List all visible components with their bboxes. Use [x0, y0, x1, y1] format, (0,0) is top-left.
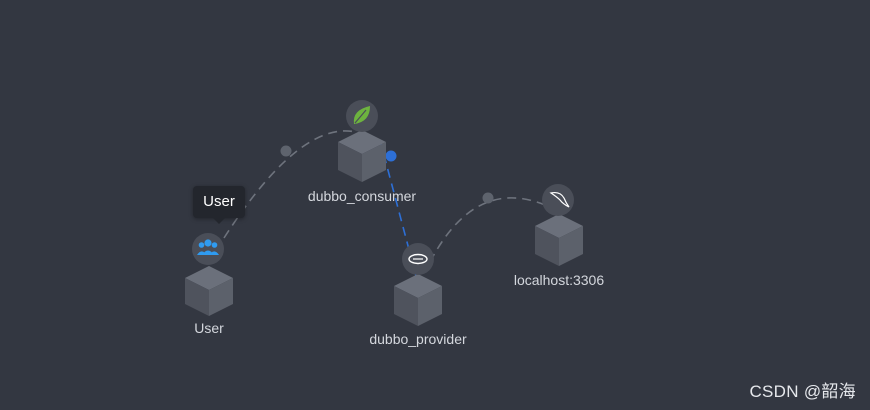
node-user[interactable]: User [185, 233, 233, 336]
node-dubbo-consumer[interactable]: dubbo_consumer [308, 100, 417, 204]
dubbo-icon[interactable] [402, 243, 434, 275]
node-dubbo-consumer-label: dubbo_consumer [308, 188, 417, 204]
link-user-consumer-midpoint[interactable] [280, 145, 292, 157]
link-consumer-provider-midpoint[interactable] [385, 150, 397, 162]
cube-dubbo-consumer[interactable] [338, 130, 386, 182]
node-user-label: User [194, 320, 224, 336]
cube-user[interactable] [185, 266, 233, 316]
node-tooltip: User [193, 186, 245, 224]
cube-dubbo-provider[interactable] [394, 274, 442, 326]
link-user-consumer[interactable] [223, 130, 357, 239]
node-mysql-label: localhost:3306 [514, 272, 605, 288]
node-dubbo-provider-label: dubbo_provider [369, 331, 467, 347]
watermark: CSDN @韶海 [749, 382, 856, 401]
link-provider-mysql[interactable] [429, 197, 557, 263]
link-provider-mysql-midpoint[interactable] [482, 192, 494, 204]
spring-leaf-icon[interactable] [346, 100, 378, 132]
cube-mysql[interactable] [535, 214, 583, 266]
users-icon[interactable] [192, 233, 224, 265]
node-mysql[interactable]: localhost:3306 [514, 184, 605, 288]
mysql-dolphin-icon[interactable] [542, 184, 574, 216]
node-dubbo-provider[interactable]: dubbo_provider [369, 243, 467, 347]
